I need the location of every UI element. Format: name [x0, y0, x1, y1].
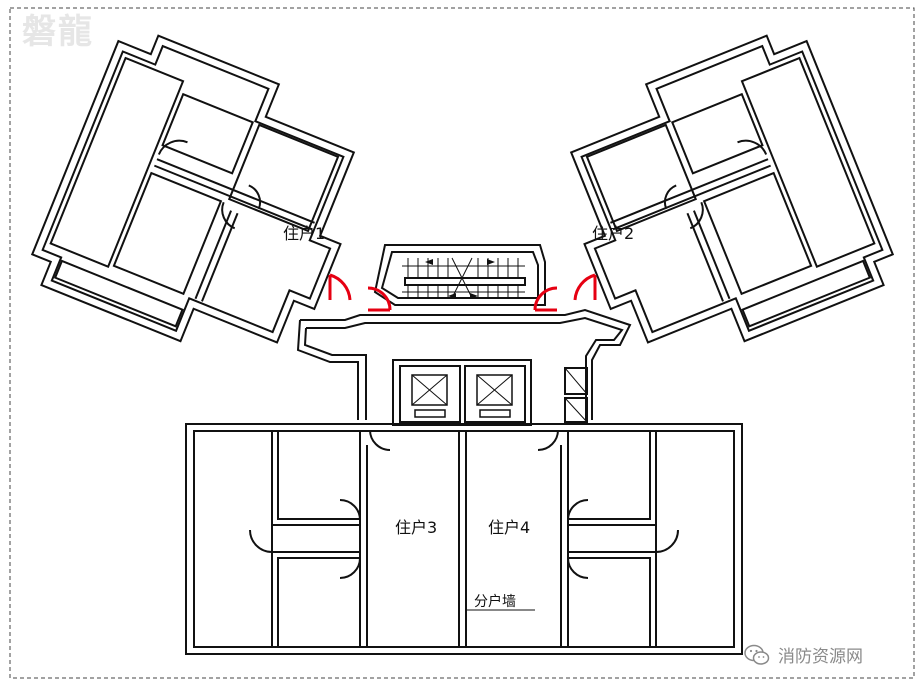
- party-wall-label: 分户墙: [474, 594, 516, 610]
- unit-4-label: 住户4: [488, 518, 531, 537]
- lower-units-walls: [185, 423, 743, 655]
- unit-1-label: 住户1: [283, 224, 326, 243]
- wechat-icon: [744, 644, 770, 665]
- elevator-core: [392, 359, 588, 426]
- watermark-bottom: 消防资源网: [744, 642, 863, 667]
- stair-core: [296, 244, 632, 420]
- unit-2-walls: [569, 34, 895, 344]
- unit-2-label: 住户2: [592, 224, 635, 243]
- drawing-border: [9, 7, 915, 679]
- unit-3-label: 住户3: [395, 518, 438, 537]
- watermark-bottom-text: 消防资源网: [778, 647, 863, 667]
- watermark-top: 磐龍: [22, 12, 94, 52]
- fire-doors-highlight: [328, 273, 597, 312]
- unit-1-walls: [30, 34, 356, 344]
